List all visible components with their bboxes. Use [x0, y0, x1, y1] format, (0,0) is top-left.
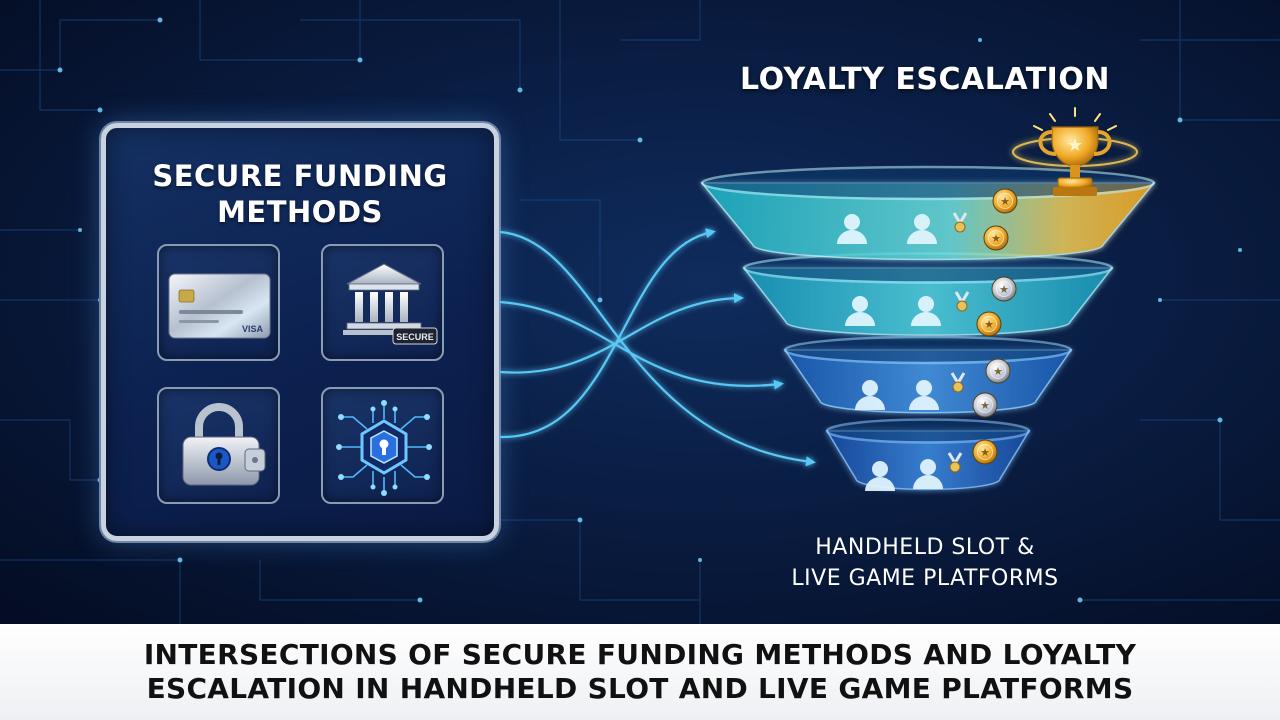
gold-coin-icon: ★ — [983, 225, 1009, 251]
caption-bar: INTERSECTIONS OF SECURE FUNDING METHODS … — [0, 624, 1280, 720]
funnel-tier-2: ★★ — [742, 252, 1114, 337]
person-icon — [855, 380, 885, 410]
connector-arrow-3 — [499, 293, 744, 374]
tier-rim — [825, 418, 1031, 444]
gold-coin-icon: ★ — [992, 188, 1018, 214]
svg-text:★: ★ — [993, 365, 1003, 378]
tier-rim — [700, 165, 1156, 201]
loyalty-diagram: ★★★★★★★★ — [499, 107, 1156, 491]
credit-card-icon: VISA — [168, 273, 271, 339]
panel-title-line1: SECURE FUNDING — [152, 159, 448, 193]
padlock-wallet-icon — [182, 403, 266, 486]
panel-title: SECURE FUNDING METHODS — [106, 158, 494, 230]
card-brand-text: VISA — [242, 324, 264, 334]
circuit-shield-tile — [321, 387, 444, 504]
person-icon — [911, 296, 941, 326]
loyalty-heading: LOYALTY ESCALATION — [740, 62, 1110, 97]
bank-secure-text: SECURE — [396, 332, 434, 342]
loyalty-funnel: ★★★★★★★★ — [700, 107, 1156, 491]
funnel-tier-3: ★★ — [783, 335, 1073, 418]
ribbon-medal-icon — [947, 452, 963, 473]
svg-text:★: ★ — [999, 283, 1009, 296]
ribbon-medal-icon — [954, 291, 970, 312]
connector-arrow-2 — [499, 300, 784, 390]
silver-coin-icon: ★ — [991, 276, 1017, 302]
svg-text:★: ★ — [980, 446, 990, 459]
silver-coin-icon: ★ — [972, 392, 998, 418]
person-icon — [837, 214, 867, 244]
bank-icon: SECURE — [343, 263, 438, 345]
bank-tile: SECURE — [321, 244, 444, 361]
funnel-tier-1: ★★ — [700, 165, 1156, 261]
person-icon — [909, 380, 939, 410]
tier-rim — [783, 335, 1073, 365]
svg-text:★: ★ — [991, 232, 1001, 245]
gold-coin-icon: ★ — [976, 311, 1002, 337]
person-icon — [907, 214, 937, 244]
trophy-icon: ★ — [1012, 107, 1138, 196]
connector-arrow-1 — [499, 230, 816, 467]
person-icon — [845, 296, 875, 326]
svg-text:★: ★ — [984, 318, 994, 331]
funnel-tier-4: ★ — [825, 418, 1031, 491]
connector-arrow-4 — [499, 228, 716, 439]
trophy-star: ★ — [1067, 135, 1083, 156]
gold-coin-icon: ★ — [972, 439, 998, 465]
platforms-line1: HANDHELD SLOT & — [815, 535, 1035, 560]
ribbon-medal-icon — [952, 212, 968, 233]
svg-text:★: ★ — [1000, 195, 1010, 208]
panel-title-line2: METHODS — [217, 195, 383, 229]
person-icon — [865, 461, 895, 491]
caption-line1: INTERSECTIONS OF SECURE FUNDING METHODS … — [143, 638, 1137, 671]
platforms-line2: LIVE GAME PLATFORMS — [791, 566, 1059, 591]
platforms-caption: HANDHELD SLOT & LIVE GAME PLATFORMS — [730, 532, 1120, 594]
svg-text:★: ★ — [980, 399, 990, 412]
silver-coin-icon: ★ — [985, 358, 1011, 384]
trophy-rays — [1033, 107, 1117, 131]
ribbon-medal-icon — [950, 372, 966, 393]
padlock-wallet-tile — [157, 387, 280, 504]
connectors — [499, 228, 816, 467]
funding-methods-panel: SECURE FUNDING METHODS VISA — [101, 123, 499, 541]
caption-text: INTERSECTIONS OF SECURE FUNDING METHODS … — [40, 638, 1240, 706]
credit-card-tile: VISA — [157, 244, 280, 361]
circuit-shield-icon — [336, 400, 432, 496]
caption-line2: ESCALATION IN HANDHELD SLOT AND LIVE GAM… — [146, 672, 1134, 705]
person-icon — [913, 459, 943, 489]
